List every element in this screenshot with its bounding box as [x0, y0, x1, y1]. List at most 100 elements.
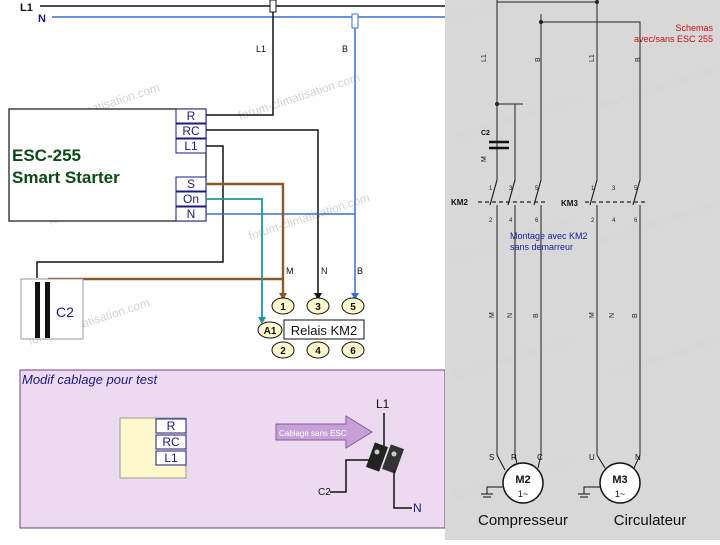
bypass-arrow-label: Cablage sans ESC: [279, 429, 347, 438]
modif-terminal-r: [155, 418, 187, 434]
on-wire-to-a1: [206, 198, 263, 322]
phase-label: L1: [589, 54, 596, 62]
motor-lead: [633, 454, 641, 469]
relay-terminal-3: [306, 297, 330, 315]
modif-c2-label: C2: [318, 487, 331, 498]
ground-lead: [583, 486, 600, 494]
arrowhead: [279, 293, 287, 300]
arrowhead: [351, 293, 359, 300]
modif-box-title: Modif cablage pour test: [22, 372, 159, 387]
esc-terminal-s-label: S: [187, 177, 195, 191]
contact-number: 1: [591, 186, 595, 192]
capacitor-plate: [45, 282, 50, 338]
relay-label: Relais KM2: [291, 323, 357, 338]
contact-switch: [489, 179, 498, 206]
motor-lead: [596, 454, 606, 469]
contact-switch: [632, 179, 641, 206]
contact-number: 1: [489, 186, 493, 192]
junction-dot: [539, 20, 543, 24]
relay-terminal-4-label: 4: [315, 346, 321, 357]
schematic-cap-m-label: M: [481, 156, 488, 162]
motor-m2-phase: 1~: [518, 489, 528, 499]
ground-lead: [486, 486, 503, 494]
arrowhead: [314, 293, 322, 300]
relay-terminal-5: [341, 297, 365, 315]
contact-number: 4: [509, 218, 513, 224]
n-fuse: [351, 13, 359, 29]
watermark: forum-climatisation.com: [247, 190, 372, 242]
contact-number: 6: [634, 218, 638, 224]
wire-n-label: N: [321, 266, 328, 276]
relay-terminal-1: [271, 297, 295, 315]
capacitor-plate: [35, 282, 40, 338]
relay-terminal-5-label: 5: [350, 302, 356, 313]
wire-m-label: M: [286, 266, 294, 276]
motor-lead: [496, 454, 506, 471]
km2-note-line2: sans demarreur: [510, 242, 573, 252]
contact-number: 3: [509, 186, 513, 192]
wire-label: B: [533, 313, 540, 318]
motor-m3-symbol: [599, 462, 641, 504]
wire-b-label: B: [357, 266, 363, 276]
riser-b-label: B: [342, 44, 348, 54]
modif-terminal-l1-label: L1: [164, 451, 178, 465]
phase-label: B: [535, 57, 542, 62]
wire-label: M: [589, 312, 596, 318]
relay-terminal-6: [341, 341, 365, 359]
relay-coil-a1-label: A1: [264, 326, 277, 337]
relay-km2: 1 3 5 A1 2 4 6 Relais KM2: [257, 297, 365, 359]
supply-n-label: N: [38, 13, 46, 25]
contactor-km3-label: KM3: [561, 199, 578, 208]
capacitor-box: [20, 278, 84, 340]
esc-terminal-r: [175, 108, 207, 124]
km2-note-line1: Montage avec KM2: [510, 231, 588, 241]
relay-terminal-2-label: 2: [280, 346, 286, 357]
motor-m2-symbol: [502, 462, 544, 504]
modif-terminal-rc: [155, 434, 187, 450]
contact-switch: [507, 179, 516, 206]
phase-label: B: [635, 57, 642, 62]
contact-number: 5: [634, 186, 638, 192]
connector-screw: [391, 451, 397, 457]
relay-terminal-6-label: 6: [350, 346, 356, 357]
relay-terminal-2: [271, 341, 295, 359]
modif-c2-wire: [330, 459, 370, 493]
esc-module-box: [8, 108, 207, 222]
contact-number: 3: [612, 186, 616, 192]
esc-terminal-rc-label: RC: [182, 124, 200, 138]
relay-label-box: [283, 319, 365, 340]
connector-block: [381, 444, 405, 474]
contact-number: 5: [535, 186, 539, 192]
connector-block: [365, 442, 389, 472]
motor-m3-terminal: U: [589, 453, 595, 462]
esc-terminal-n-label: N: [187, 207, 196, 221]
contact-switch: [589, 179, 598, 206]
contact-number: 4: [612, 218, 616, 224]
modif-n-wire: [393, 470, 412, 509]
caption-compresseur: Compresseur: [478, 512, 568, 529]
wire-label: N: [507, 313, 514, 318]
motor-lead: [537, 454, 542, 469]
modif-n-label: N: [413, 501, 422, 515]
schematic-note-line1: Schemas: [675, 23, 713, 33]
capacitor-c2: C2: [20, 278, 84, 340]
wire-label: M: [489, 312, 496, 318]
esc-terminal-r-label: R: [187, 109, 196, 123]
motor-m3-terminal: N: [635, 453, 641, 462]
wire-label: N: [609, 313, 616, 318]
esc-subtitle: Smart Starter: [12, 168, 120, 187]
modif-terminal-l1: [155, 450, 187, 466]
capacitor-label: C2: [56, 304, 74, 320]
caption-circulateur: Circulateur: [614, 512, 687, 529]
l1-fuse: [269, 0, 277, 13]
schematic-background: [445, 0, 720, 540]
esc-terminal-l1-label: L1: [184, 139, 198, 153]
contact-number: 2: [591, 218, 595, 224]
modif-terminal-r-label: R: [167, 419, 176, 433]
connector-screw: [374, 449, 380, 455]
supply-lines: L1 N L1 B: [20, 0, 445, 54]
relay-terminal-4: [306, 341, 330, 359]
schematic-note-line2: avec/sans ESC 255: [634, 34, 713, 44]
